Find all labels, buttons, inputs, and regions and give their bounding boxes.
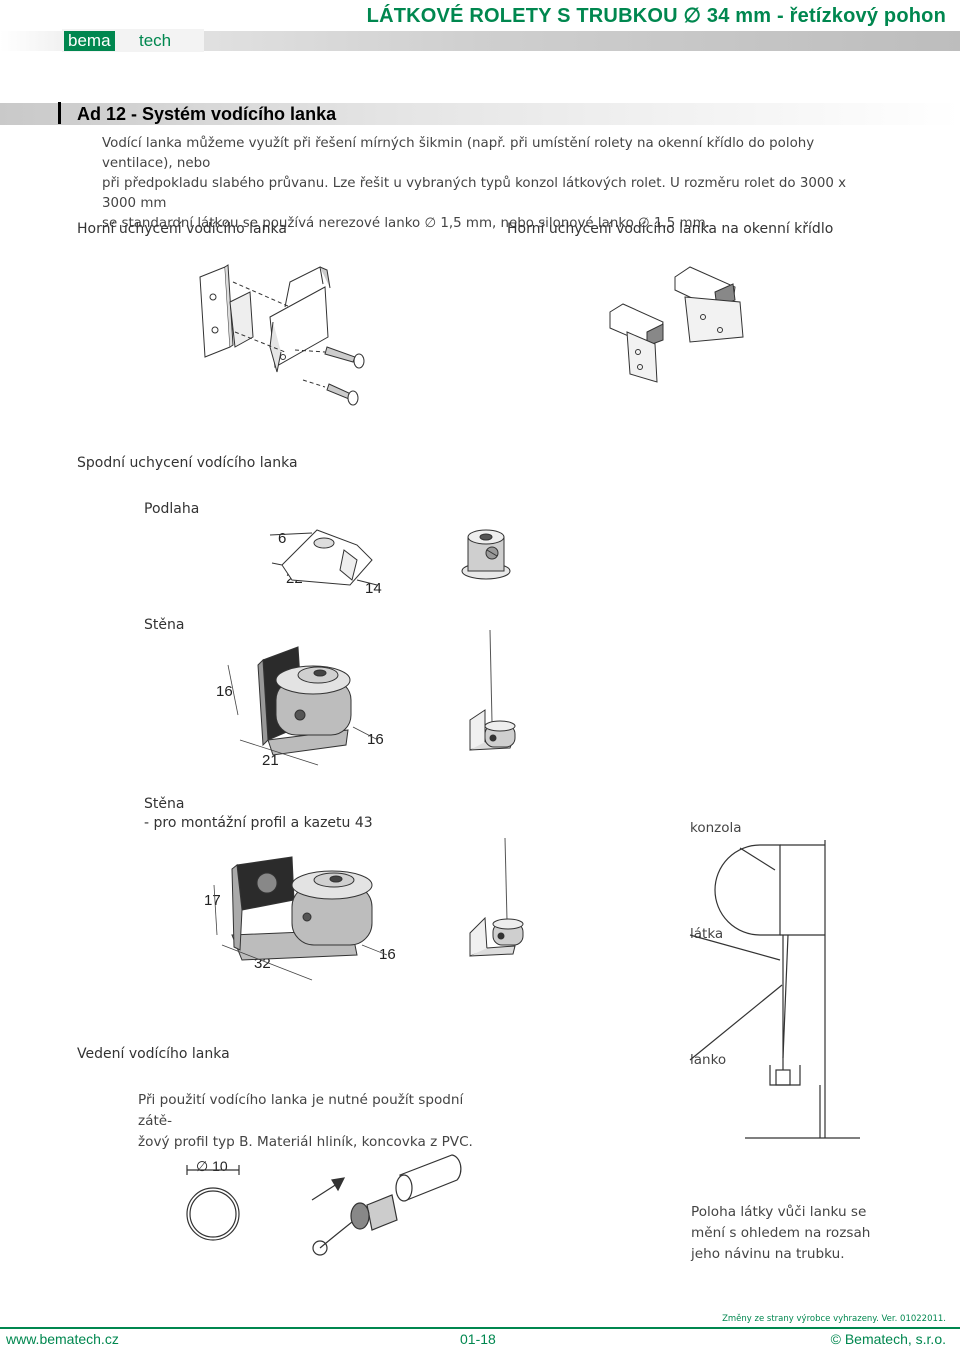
section-band <box>0 103 960 125</box>
wall-bracket-2-illustration <box>213 856 388 981</box>
label-guide: Vedení vodícího lanka <box>77 1046 230 1062</box>
top-mount-illustration <box>199 264 365 406</box>
logo-bema: bema <box>64 31 115 51</box>
label-wall-2: Stěna <box>144 796 185 812</box>
guide-note: Při použití vodícího lanka je nutné použ… <box>138 1090 483 1153</box>
label-latka: látka <box>690 926 724 942</box>
position-note: Poloha látky vůči lanku se mění s ohlede… <box>691 1202 871 1265</box>
intro-paragraph: Vodící lanka můžeme využít při řešení mí… <box>102 134 882 234</box>
label-top-mount-sash: Horní uchycení vodícího lanka na okenní … <box>507 221 834 237</box>
position-note-line: mění s ohledem na rozsah <box>691 1225 871 1241</box>
footer-page-number: 01-18 <box>460 1331 496 1347</box>
floor-eyelet-illustration <box>461 529 511 580</box>
intro-line: se standardní látkou se používá nerezové… <box>102 216 710 231</box>
label-top-mount: Horní uchycení vodícího lanka <box>77 221 287 237</box>
footer-copyright: © Bematech, s.r.o. <box>830 1331 946 1347</box>
section-title: Ad 12 - Systém vodícího lanka <box>77 104 337 124</box>
label-wall-2-sub: - pro montážní profil a kazetu 43 <box>144 815 373 831</box>
footer-url[interactable]: www.bematech.cz <box>6 1331 119 1347</box>
label-wall: Stěna <box>144 617 185 633</box>
dim-wall2-16: 16 <box>379 946 396 963</box>
wall-eyelet-illustration <box>469 629 516 751</box>
wall-eyelet-2-illustration <box>469 837 524 957</box>
label-floor: Podlaha <box>144 501 200 517</box>
dim-floor-6: 6 <box>278 530 287 547</box>
header-band <box>0 31 960 51</box>
floor-fixture-illustration <box>269 529 378 586</box>
dim-wall-16: 16 <box>216 683 233 700</box>
intro-line: Vodící lanka můžeme využít při řešení mí… <box>102 136 815 171</box>
dim-wall-16b: 16 <box>367 731 384 748</box>
guide-cap-illustration <box>186 1154 462 1256</box>
label-lanko: lanko <box>690 1052 727 1068</box>
position-note-line: jeho návinu na trubku. <box>691 1246 845 1262</box>
footer-line <box>0 1327 960 1329</box>
section-marker <box>58 102 61 124</box>
footer-changes: Změny ze strany výrobce vyhrazeny. Ver. … <box>722 1314 946 1324</box>
top-mount-sash-illustration <box>609 266 744 383</box>
label-bottom-mount: Spodní uchycení vodícího lanka <box>77 455 298 471</box>
document-title: LÁTKOVÉ ROLETY S TRUBKOU ∅ 34 mm - řetíz… <box>366 5 946 27</box>
position-note-line: Poloha látky vůči lanku se <box>691 1204 867 1220</box>
dim-wall2-17: 17 <box>204 892 221 909</box>
intro-line: při předpokladu slabého průvanu. Lze řeš… <box>102 176 847 211</box>
guide-note-line: Při použití vodícího lanka je nutné použ… <box>138 1092 464 1129</box>
dim-floor-14: 14 <box>365 580 382 597</box>
wall-bracket-illustration <box>227 646 379 766</box>
side-section-diagram <box>689 840 860 1139</box>
logo-tech: tech <box>139 31 172 50</box>
dim-wall-21: 21 <box>262 752 279 769</box>
label-konzola: konzola <box>690 820 742 836</box>
guide-note-line: žový profil typ B. Materiál hliník, konc… <box>138 1134 473 1150</box>
